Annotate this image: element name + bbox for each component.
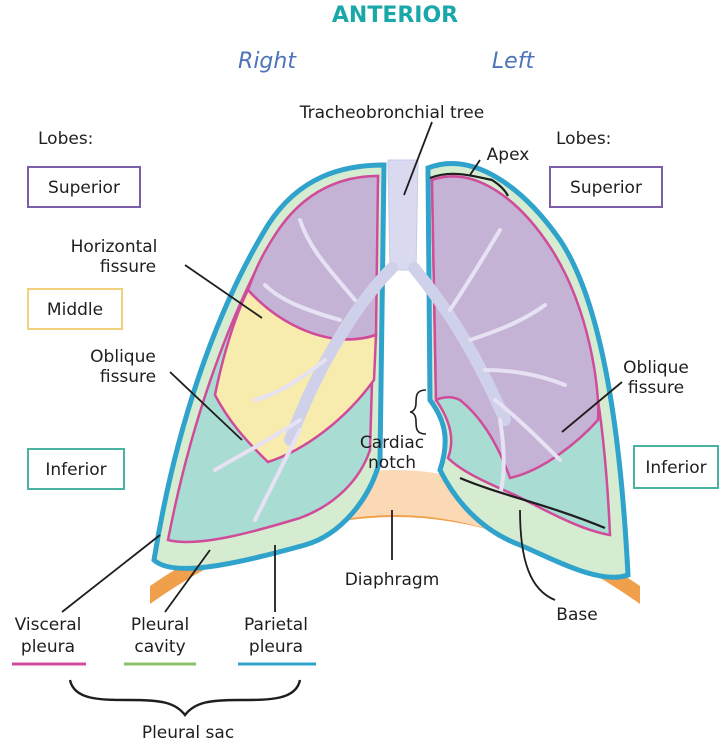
lobes-right-heading: Lobes:	[38, 129, 93, 149]
horizontal-label-1: Horizontal	[71, 237, 158, 257]
right-side-label: Right	[238, 49, 297, 74]
trachea	[388, 160, 418, 270]
visceral-label-1: Visceral	[15, 615, 82, 635]
diaphragm-label: Diaphragm	[345, 570, 440, 590]
cavity-label-1: Pleural	[131, 615, 189, 635]
apex-label: Apex	[487, 145, 530, 165]
middle-label: Middle	[47, 300, 103, 320]
pleural-sac-brace	[70, 680, 300, 715]
left-side-label: Left	[492, 49, 536, 74]
oblique-left-label-1: Oblique	[623, 358, 689, 378]
oblique-left-label-2: fissure	[628, 378, 684, 398]
trachea-label: Tracheobronchial tree	[299, 103, 484, 123]
lobes-left-heading: Lobes:	[556, 129, 611, 149]
base-label: Base	[556, 605, 597, 625]
inferior-right-label: Inferior	[45, 460, 106, 480]
inferior-left-label: Inferior	[645, 458, 706, 478]
visceral-pointer	[62, 535, 160, 612]
cardiac-notch-bracket	[410, 390, 426, 434]
horizontal-label-2: fissure	[100, 257, 156, 277]
parietal-label-1: Parietal	[244, 615, 308, 635]
superior-right-label: Superior	[48, 178, 120, 198]
superior-left-label: Superior	[570, 178, 642, 198]
visceral-label-2: pleura	[21, 637, 75, 657]
parietal-label-2: pleura	[249, 637, 303, 657]
pleural-sac-label: Pleural sac	[142, 723, 234, 743]
cavity-label-2: cavity	[134, 637, 185, 657]
anterior-title: ANTERIOR	[332, 3, 458, 28]
cardiac-label-2: notch	[368, 453, 416, 473]
cardiac-label-1: Cardiac	[360, 433, 424, 453]
oblique-right-label-2: fissure	[100, 367, 156, 387]
oblique-right-label-1: Oblique	[90, 347, 156, 367]
